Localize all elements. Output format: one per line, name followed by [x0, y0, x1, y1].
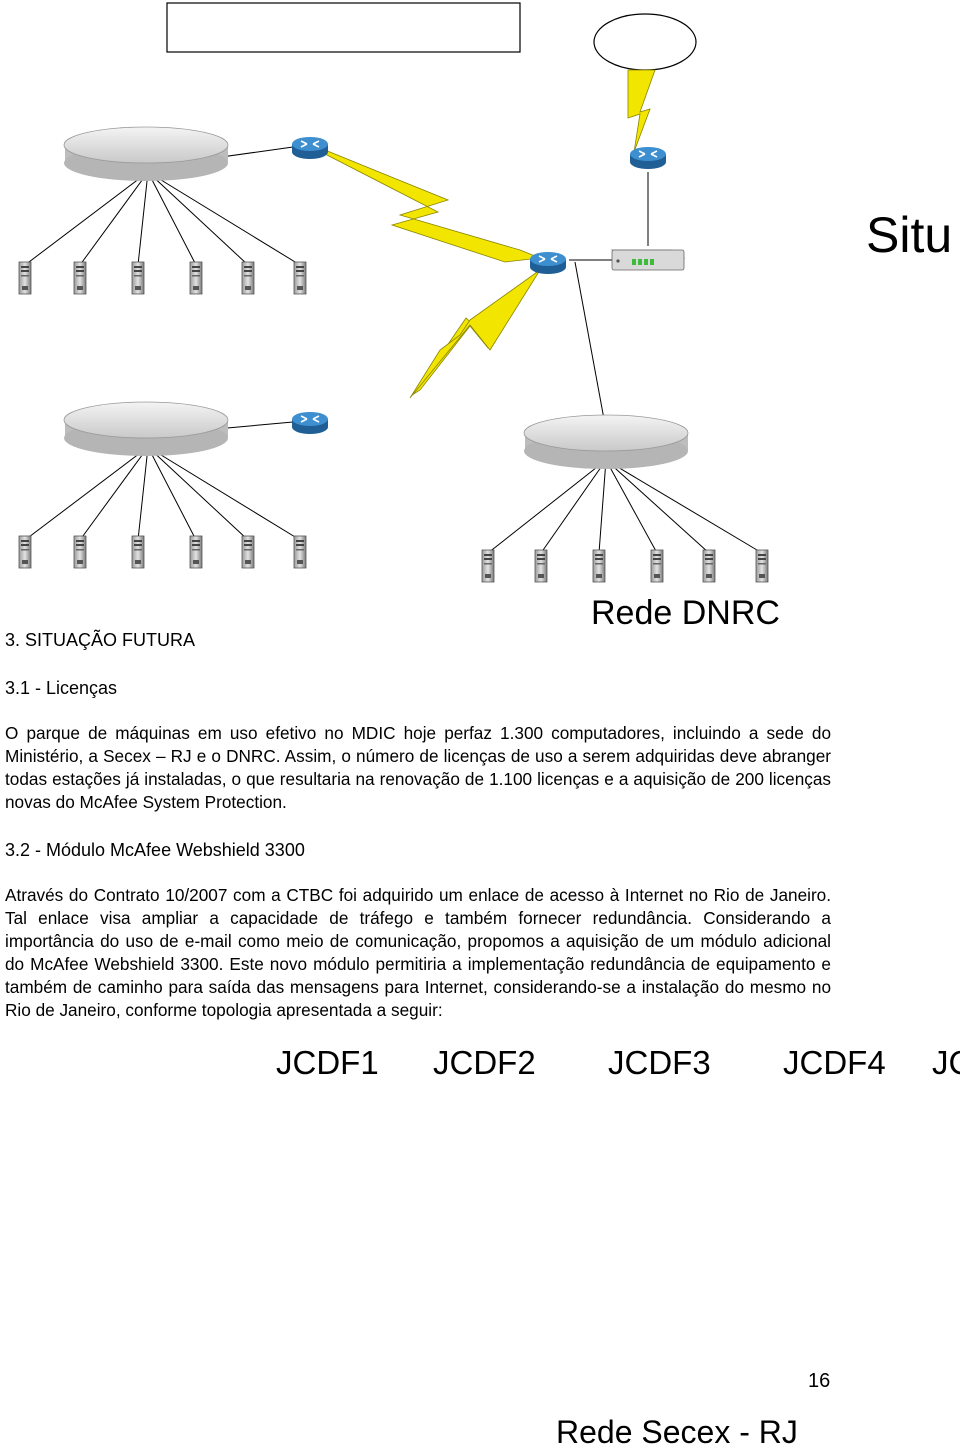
workstation-icon: [650, 549, 664, 583]
workstations-bottom-left: [18, 535, 307, 569]
workstation-icon: [73, 261, 87, 295]
router-icon: [291, 136, 329, 160]
network-cloud-bottom-left: [63, 401, 229, 456]
workstation-icon: [481, 549, 495, 583]
wan-link-bolt-5: [409, 269, 541, 399]
section-3-title: 3. SITUAÇÃO FUTURA: [5, 630, 196, 650]
connections-bottom-right: [487, 172, 763, 554]
workstations-bottom-right: [481, 549, 769, 583]
jcdf-label-1: JCDF1: [276, 1044, 379, 1081]
router-icon: [629, 146, 667, 170]
router-icon: [291, 411, 329, 435]
workstation-icon: [189, 535, 203, 569]
workstation-icon: [241, 261, 255, 295]
workstations-top-left: [18, 261, 307, 295]
internet-oval: [593, 13, 697, 71]
rede-dnrc-label: Rede DNRC: [591, 594, 780, 632]
jcdf-label-3: JCDF3: [608, 1044, 711, 1081]
wan-link-bolt-1: [324, 149, 541, 263]
workstation-icon: [73, 535, 87, 569]
network-cloud-bottom-right: [523, 414, 689, 469]
section-3-1-paragraph: O parque de máquinas em uso efetivo no M…: [5, 723, 831, 812]
section-3-2-paragraph: Através do Contrato 10/2007 com a CTBC f…: [5, 885, 831, 1020]
workstation-icon: [293, 535, 307, 569]
situ-label: Situ: [866, 207, 953, 263]
webshield-appliance-icon: [610, 249, 686, 271]
network-cloud-top-left: [63, 126, 229, 181]
workstation-icon: [293, 261, 307, 295]
workstation-icon: [18, 535, 32, 569]
workstation-icon: [131, 261, 145, 295]
workstation-icon: [18, 261, 32, 295]
section-3-2-title: 3.2 - Módulo McAfee Webshield 3300: [5, 840, 305, 860]
workstation-icon: [131, 535, 145, 569]
connections-bottom-left: [24, 421, 301, 541]
workstation-icon: [755, 549, 769, 583]
network-topology-diagram: [18, 2, 769, 583]
workstation-icon: [592, 549, 606, 583]
workstation-icon: [534, 549, 548, 583]
workstation-icon: [241, 535, 255, 569]
jcdf-label-4: JCDF4: [783, 1044, 886, 1081]
router-icon: [529, 251, 567, 275]
jcdf-label-2: JCDF2: [433, 1044, 536, 1081]
rede-secex-rj-label: Rede Secex - RJ: [556, 1414, 798, 1450]
workstation-icon: [702, 549, 716, 583]
wan-link-bolt-3: [334, 268, 525, 428]
wan-link-bolt-4: [627, 69, 656, 153]
empty-title-box: [166, 2, 521, 53]
section-3-1-title: 3.1 - Licenças: [5, 678, 118, 698]
page-number: 16: [808, 1370, 831, 1392]
jcdf-label-5: JC: [932, 1044, 960, 1081]
workstation-icon: [189, 261, 203, 295]
